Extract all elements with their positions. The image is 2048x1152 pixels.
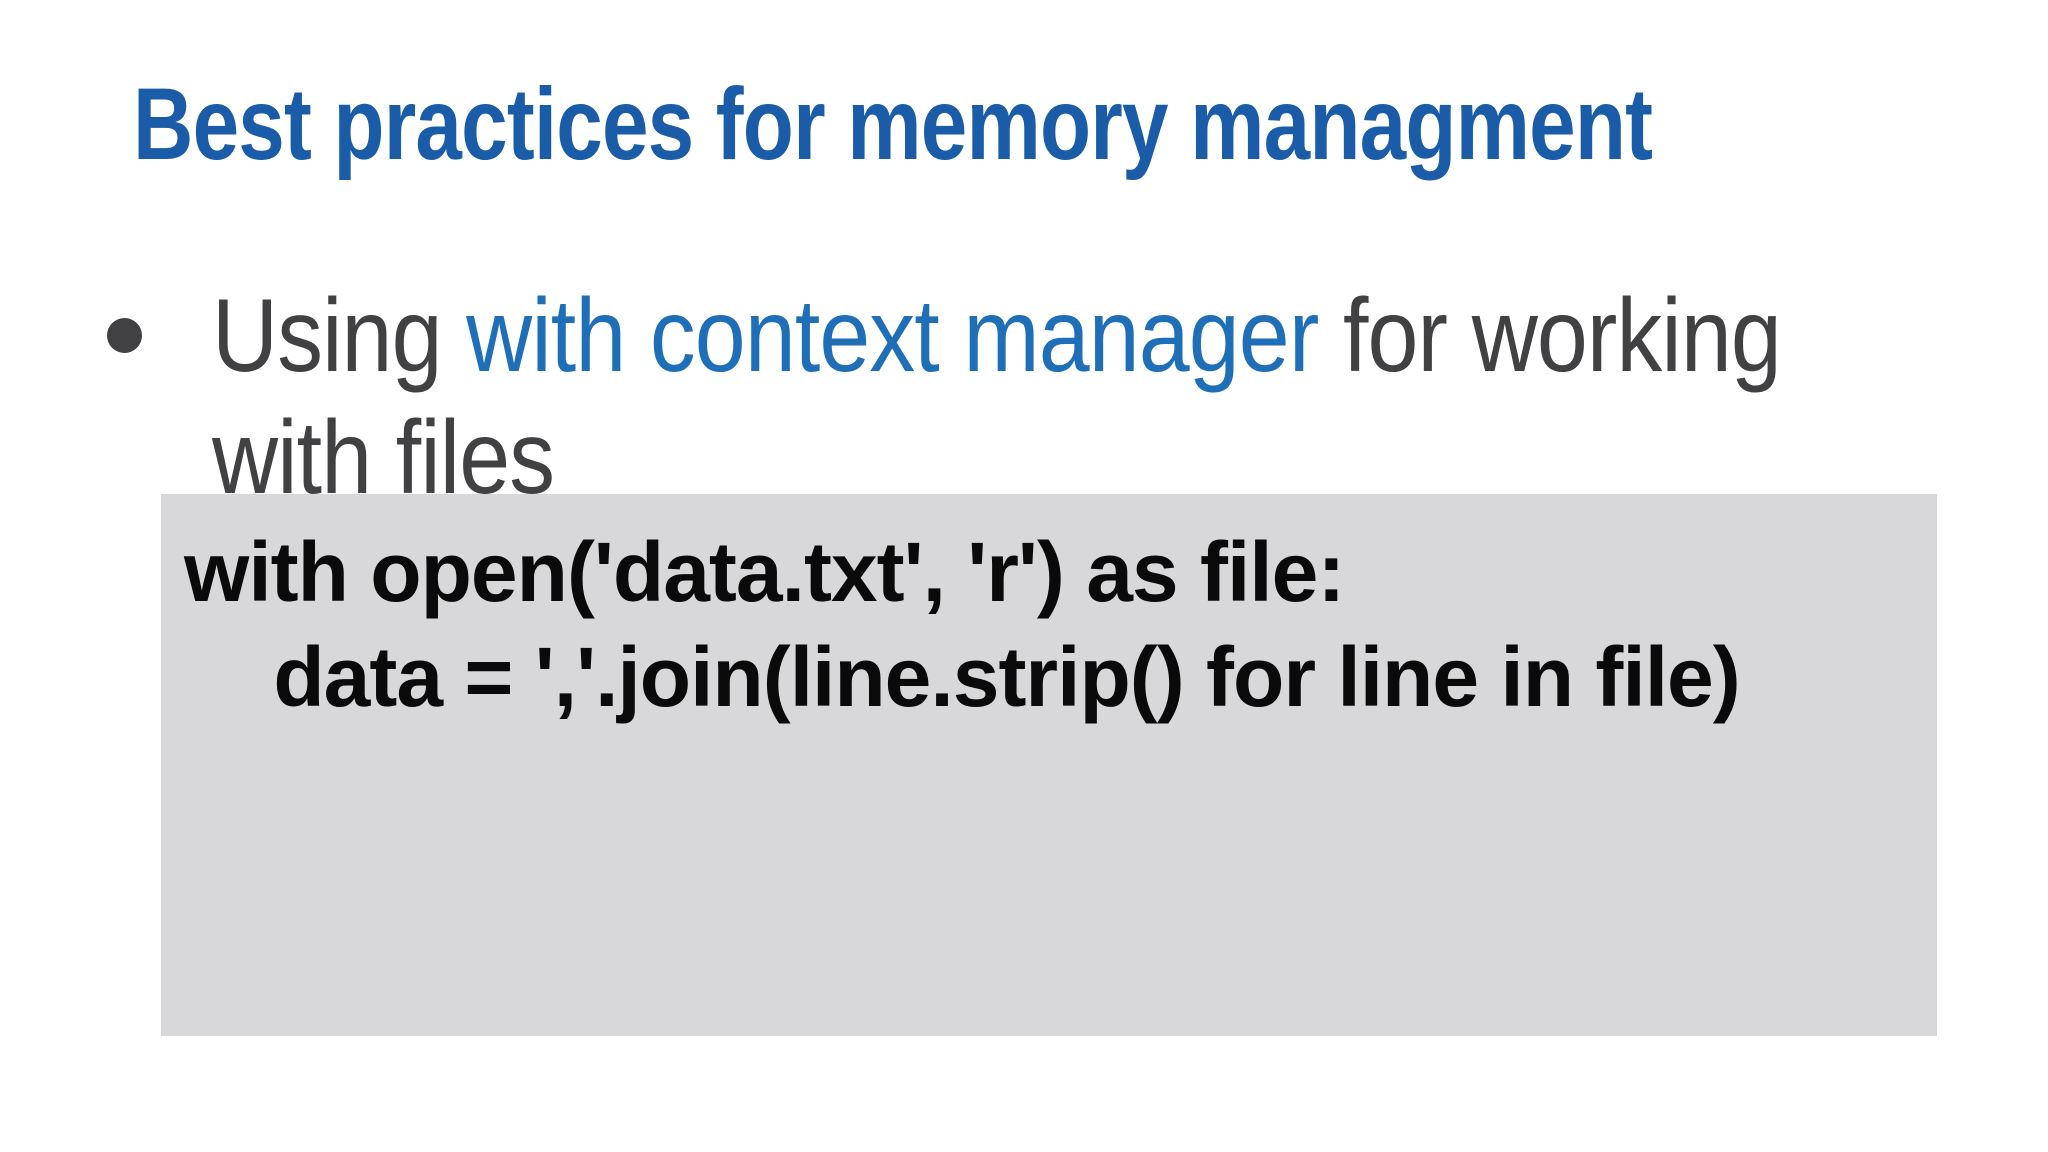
bullet-segment-accent: with context manager <box>466 278 1319 394</box>
bullet-segment-plain-2: for working <box>1318 278 1782 394</box>
bullet-dot-icon <box>107 318 142 353</box>
code-line-1: with open('data.txt', 'r') as file: <box>184 525 1345 619</box>
bullet-segment-plain-1: Using <box>212 278 467 394</box>
slide-title: Best practices for memory managment <box>133 67 1653 181</box>
bullet-text-line-1: Using with context manager for working <box>212 284 1782 388</box>
code-line-2: data = ','.join(line.strip() for line in… <box>184 630 1740 724</box>
bullet-text-line-2: with files <box>212 400 555 516</box>
code-block <box>161 494 1937 1036</box>
